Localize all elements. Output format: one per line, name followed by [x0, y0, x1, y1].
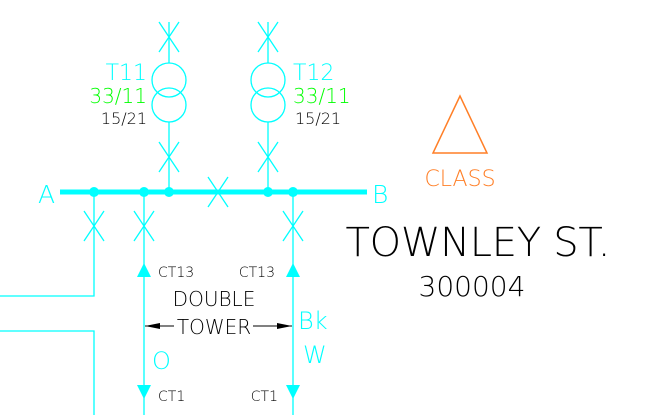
ct-top-left: CT13: [158, 265, 194, 281]
ct13-arrow-right: [286, 263, 300, 277]
t11-winding-secondary: [151, 87, 187, 123]
bus-node: [263, 187, 273, 197]
t12-winding-secondary: [250, 87, 286, 123]
ct-bottom-right: CT1: [251, 389, 278, 405]
feeder-left-tag: O: [152, 347, 171, 375]
bus-node: [89, 187, 99, 197]
breaker-t11-lv: [158, 141, 180, 173]
bus-label-b: B: [372, 180, 388, 209]
t11-winding-primary: [151, 62, 187, 98]
ct-top-right: CT13: [239, 265, 275, 281]
t11-ratio: 33/11: [89, 84, 147, 108]
ct13-arrow-left: [137, 263, 151, 277]
bus-node: [288, 187, 298, 197]
ct1-arrow-right: [286, 385, 300, 399]
class-triangle-icon: [431, 94, 489, 154]
breaker-bus-section: [207, 176, 229, 208]
t12-winding-primary: [250, 62, 286, 98]
substation-number: 300004: [419, 270, 526, 303]
ct1-arrow-left: [137, 385, 151, 399]
t11-rating: 15/21: [101, 109, 147, 128]
substation-name: TOWNLEY ST.: [346, 220, 611, 266]
bus-node: [139, 187, 149, 197]
feeder-right-tag-2: W: [303, 341, 327, 369]
feeder-right-tag-1: Bk: [298, 307, 328, 335]
bus-nodes: [89, 187, 300, 399]
bus-node: [164, 187, 174, 197]
t12-rating: 15/21: [295, 109, 341, 128]
breaker-t12-hv: [257, 21, 279, 53]
adjacent-line: [0, 330, 95, 415]
breaker-t12-lv: [257, 141, 279, 173]
t12-name: T12: [293, 61, 334, 86]
span-label-line2: TOWER: [177, 315, 251, 339]
arrow-left-icon: [145, 323, 160, 329]
feeder-1-line: [0, 192, 95, 297]
t11-name: T11: [106, 61, 147, 86]
t12-ratio: 33/11: [293, 84, 351, 108]
span-label-line1: DOUBLE: [173, 287, 256, 311]
diagram-lines: [0, 21, 367, 415]
breaker-t11-hv: [158, 21, 180, 53]
arrow-right-icon: [277, 323, 292, 329]
class-label: CLASS: [424, 167, 495, 192]
bus-label-a: A: [38, 180, 55, 209]
ct-bottom-left: CT1: [158, 389, 185, 405]
